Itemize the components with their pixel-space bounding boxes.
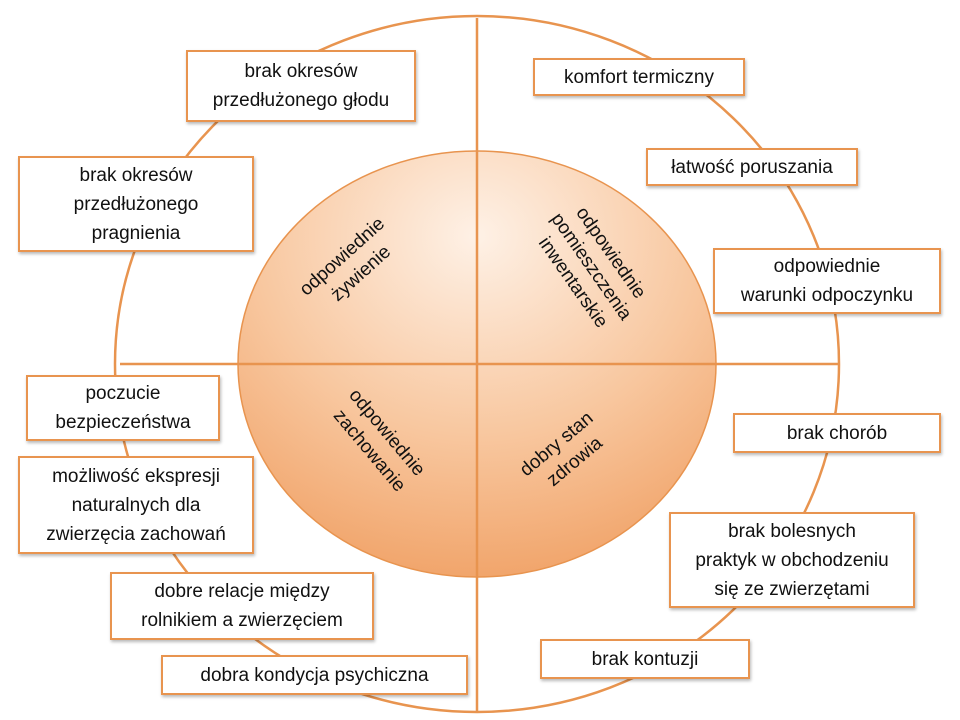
box-rest-conditions: odpowiednie warunki odpoczynku [713, 248, 941, 314]
box-ease-of-movement: łatwość poruszania [646, 148, 858, 186]
box-natural-behaviour-expression: możliwość ekspresji naturalnych dla zwie… [18, 456, 254, 554]
box-no-injuries-text: brak kontuzji [591, 648, 699, 670]
box-no-prolonged-hunger: brak okresów przedłużonego głodu [186, 50, 416, 122]
box-thermal-comfort-text: komfort termiczny [564, 66, 714, 88]
box-ease-of-movement-text: łatwość poruszania [671, 156, 833, 178]
box-mental-condition-text: dobra kondycja psychiczna [200, 664, 429, 686]
box-farmer-animal-relations-text: dobre relacje między rolnikiem a zwierzę… [141, 581, 343, 631]
box-rest-conditions-text: odpowiednie warunki odpoczynku [740, 256, 914, 306]
box-no-painful-practices: brak bolesnych praktyk w obchodzeniu się… [669, 512, 915, 608]
box-no-prolonged-thirst-text: brak okresów przedłużonego pragnienia [73, 164, 199, 244]
box-no-prolonged-hunger-text: brak okresów przedłużonego głodu [212, 61, 390, 111]
box-no-diseases: brak chorób [733, 413, 941, 453]
box-farmer-animal-relations: dobre relacje między rolnikiem a zwierzę… [110, 572, 374, 640]
box-no-injuries: brak kontuzji [540, 639, 750, 679]
box-no-diseases-text: brak chorób [786, 422, 888, 444]
box-mental-condition: dobra kondycja psychiczna [161, 655, 468, 695]
box-natural-behaviour-expression-text: możliwość ekspresji naturalnych dla zwie… [46, 465, 226, 545]
box-sense-of-security-text: poczucie bezpieczeństwa [55, 383, 191, 433]
box-thermal-comfort: komfort termiczny [533, 58, 745, 96]
box-no-painful-practices-text: brak bolesnych praktyk w obchodzeniu się… [695, 520, 889, 600]
box-no-prolonged-thirst: brak okresów przedłużonego pragnienia [18, 156, 254, 252]
box-sense-of-security: poczucie bezpieczeństwa [26, 375, 220, 441]
